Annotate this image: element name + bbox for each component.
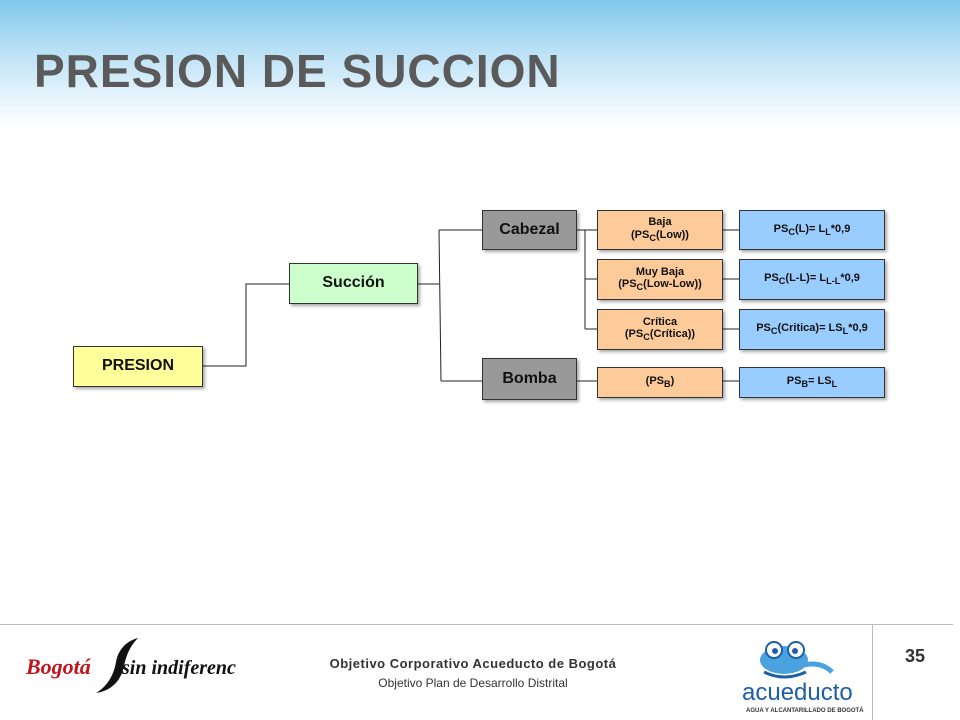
formula-baja-a: PS [773,222,789,235]
node-presion: PRESION [73,346,203,387]
acueducto-logo: acueducto AGUA Y ALCANTARILLADO DE BOGOT… [742,641,864,714]
node-bomba-label: Bomba [502,369,557,387]
formula-muy-baja: PSC(L-L)= LL-L*0,9 [739,259,885,300]
formula-critica-b-sub: L [842,326,849,337]
condition-muy-baja-rest: (Low-Low)) [643,278,702,291]
footer-title: Objetivo Corporativo Acueducto de Bogotá [329,656,617,671]
frog-icon [760,641,834,679]
acueducto-logo-tagline: AGUA Y ALCANTARILLADO DE BOGOTÁ [746,707,864,714]
condition-muy-baja: Muy Baja(PSC(Low-Low)) [597,259,723,300]
bogota-logo: Bogotá sin indiferencia [26,638,236,693]
condition-baja: Baja(PSC(Low)) [597,210,723,250]
condition-critica: Crítica(PSC(Crítica)) [597,309,723,350]
node-succion-label: Succión [322,274,385,292]
node-succion: Succión [289,263,418,304]
formula-baja: PSC(L)= LL*0,9 [739,210,885,250]
bogota-logo-word: Bogotá [26,654,92,679]
condition-critica-sub: C [643,332,650,343]
condition-baja-sub: C [649,233,656,244]
page-number: 35 [905,646,926,666]
condition-bomba-rest: ) [670,375,675,388]
formula-critica-c: *0,9 [848,322,868,335]
formula-muy-baja-b: (L-L)= L [785,272,827,285]
formula-critica-b: (Critica)= LS [777,322,843,335]
footer-divider [0,624,953,625]
formula-bomba-b: = LS [808,375,832,388]
formula-muy-baja-b-sub: L-L [826,276,841,287]
condition-baja-code: (PS [631,228,650,241]
condition-critica-title: Crítica [642,315,678,328]
formula-bomba: PSB= LSL [739,367,885,398]
condition-bomba-sub: B [664,379,671,390]
acueducto-logo-word: acueducto [742,679,853,706]
formula-critica: PSC(Critica)= LSL*0,9 [739,309,885,350]
node-cabezal-label: Cabezal [499,220,560,238]
formula-bomba-b-sub: L [831,379,838,390]
footer-vertical-divider [872,624,873,720]
formula-muy-baja-a-sub: C [778,276,786,287]
formula-muy-baja-c: *0,9 [840,272,860,285]
condition-critica-code: (PS [624,328,644,341]
condition-critica-rest: (Crítica)) [649,328,696,341]
formula-muy-baja-a: PS [764,272,779,285]
condition-bomba: (PSB) [597,367,723,398]
formula-baja-b-sub: L [825,226,831,237]
slide-title: PRESION DE SUCCION [34,45,561,97]
condition-bomba-code: (PS [645,375,665,388]
condition-muy-baja-code: (PS [618,278,637,291]
condition-baja-rest: (Low)) [655,228,689,241]
node-bomba: Bomba [482,358,577,400]
node-presion-label: PRESION [101,357,174,375]
formula-bomba-a-sub: B [801,379,809,390]
bogota-logo-swoosh [96,638,138,693]
formula-bomba-a: PS [786,375,802,388]
formula-baja-c: *0,9 [830,222,851,235]
node-cabezal: Cabezal [482,210,577,250]
condition-muy-baja-sub: C [636,282,644,293]
footer-subtitle: Objetivo Plan de Desarrollo Distrital [378,676,568,690]
condition-baja-title: Baja [648,216,672,229]
header-gradient [0,0,960,130]
formula-baja-a-sub: C [788,226,795,237]
condition-muy-baja-title: Muy Baja [635,265,685,278]
formula-baja-b: (L)= L [794,222,826,235]
formula-critica-a-sub: C [770,326,778,337]
bogota-logo-slogan: sin indiferencia [121,657,236,679]
formula-critica-a: PS [756,322,771,335]
